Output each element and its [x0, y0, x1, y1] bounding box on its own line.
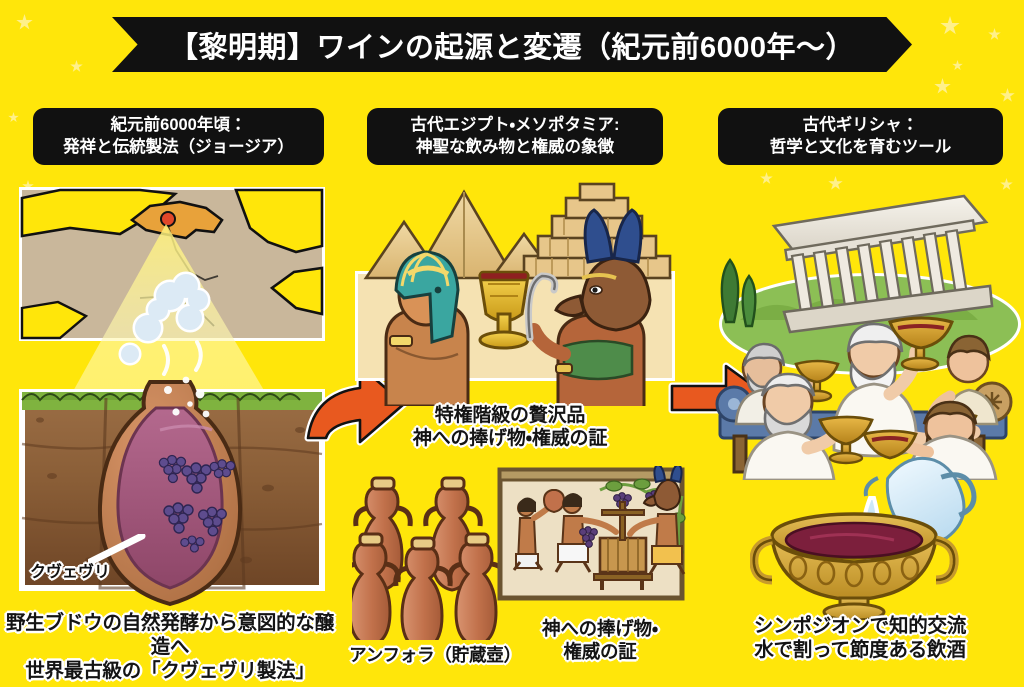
page-title: 【黎明期】ワインの起源と変遷（紀元前6000年〜）: [168, 31, 855, 64]
star-icon: [940, 16, 960, 35]
star-icon: [16, 14, 33, 30]
caption-greece-line1: シンポジオンで知的交流: [753, 615, 967, 637]
qvevri-vessel: [97, 340, 243, 607]
origin-marker: [160, 211, 176, 227]
qvevri-annotation-label: クヴェヴリ: [30, 564, 111, 581]
golden-chalice: [478, 270, 530, 350]
worker-pressing-grapes: [554, 492, 619, 573]
kylix-cup-2: [888, 316, 954, 372]
caption-egypt-bottom: 神への捧げ物・ 権威の証: [510, 618, 690, 663]
arrow-1-icon: [304, 362, 408, 446]
column-header-greece-line2: 哲学と文化を育むツール: [769, 137, 952, 156]
caption-egypt-top: 特権階級の贅沢品 神への捧げ物・権威の証: [360, 404, 660, 450]
column-header-egypt-line2: 神聖な飲み物と権威の象徴: [416, 137, 614, 156]
title-banner: 【黎明期】ワインの起源と変遷（紀元前6000年〜）: [112, 17, 912, 72]
column-header-egypt: 古代エジプト・メソポタミア: 神聖な飲み物と権威の象徴: [367, 108, 663, 165]
amphora-group: [352, 476, 507, 640]
kylix-cup-5: [862, 429, 918, 460]
wine-press: [593, 501, 653, 590]
caption-egypt-bottom-line1: 神への捧げ物・: [542, 618, 658, 639]
star-icon: [952, 60, 963, 71]
star-icon: [988, 28, 1001, 40]
anubis-collar: [562, 339, 634, 381]
anubis-figure: [525, 208, 652, 406]
georgia-region: [129, 200, 224, 240]
krater-vessel: [750, 512, 959, 620]
anubis-ear-right: [612, 208, 643, 264]
worker-with-jar: [512, 489, 566, 571]
pharaoh-figure: [384, 250, 470, 406]
kylix-cup-4: [818, 415, 874, 465]
wine-surface: [784, 521, 924, 559]
illustration-pharaoh-anubis: [355, 182, 675, 406]
column-header-greece-line1: 古代ギリシャ：: [802, 116, 919, 135]
caption-amphora: アンフォラ（貯蔵壺）: [349, 645, 521, 665]
cypress-trees: [720, 258, 757, 328]
caption-egypt-top-line1: 特権階級の贅沢品: [434, 405, 586, 426]
illustration-krater-and-pitcher: [750, 456, 977, 620]
illustration-amphorae: [352, 476, 507, 640]
caption-georgia: 野生ブドウの自然発酵から意図的な醸造へ 世界最古級の「クヴェヴリ製法」: [0, 612, 340, 683]
column-header-georgia-line1: 紀元前6000年頃：: [110, 116, 247, 135]
star-icon: [1000, 88, 1015, 102]
qvevri-leader-line: [88, 534, 146, 564]
illustration-egyptian-wall-painting: [497, 466, 686, 601]
illustration-georgia-qvevri: [19, 187, 325, 607]
parthenon: [771, 194, 994, 334]
column-header-georgia-line2: 発祥と伝統製法（ジョージア）: [63, 137, 294, 156]
caption-georgia-line2: 世界最古級の「クヴェヴリ製法」: [25, 659, 315, 682]
fermentation-bubbles: [162, 340, 210, 418]
anubis-ear-left: [583, 208, 614, 264]
caption-egypt-top-line2: 神への捧げ物・権威の証: [412, 428, 608, 450]
column-header-georgia: 紀元前6000年頃： 発祥と伝統製法（ジョージア）: [33, 108, 324, 165]
illustration-greek-symposium: [715, 194, 1021, 480]
anubis-headed-worker: [627, 466, 686, 575]
caption-greece: シンポジオンで知的交流 水で割って節度ある飲酒: [700, 615, 1020, 663]
philosopher-front-left: [742, 372, 847, 480]
caption-greece-line2: 水で割って節度ある飲酒: [754, 638, 966, 661]
caption-georgia-line1: 野生ブドウの自然発酵から意図的な醸造へ: [5, 612, 335, 658]
column-header-egypt-line1: 古代エジプト・メソポタミア:: [410, 116, 620, 135]
column-header-greece: 古代ギリシャ： 哲学と文化を育むツール: [718, 108, 1003, 165]
star-icon: [934, 78, 951, 94]
grape-bunches: [158, 454, 236, 553]
star-icon: [8, 112, 19, 123]
star-icon: [70, 60, 83, 72]
anubis-snout: [554, 294, 586, 317]
caption-egypt-bottom-line2: 権威の証: [563, 640, 637, 662]
